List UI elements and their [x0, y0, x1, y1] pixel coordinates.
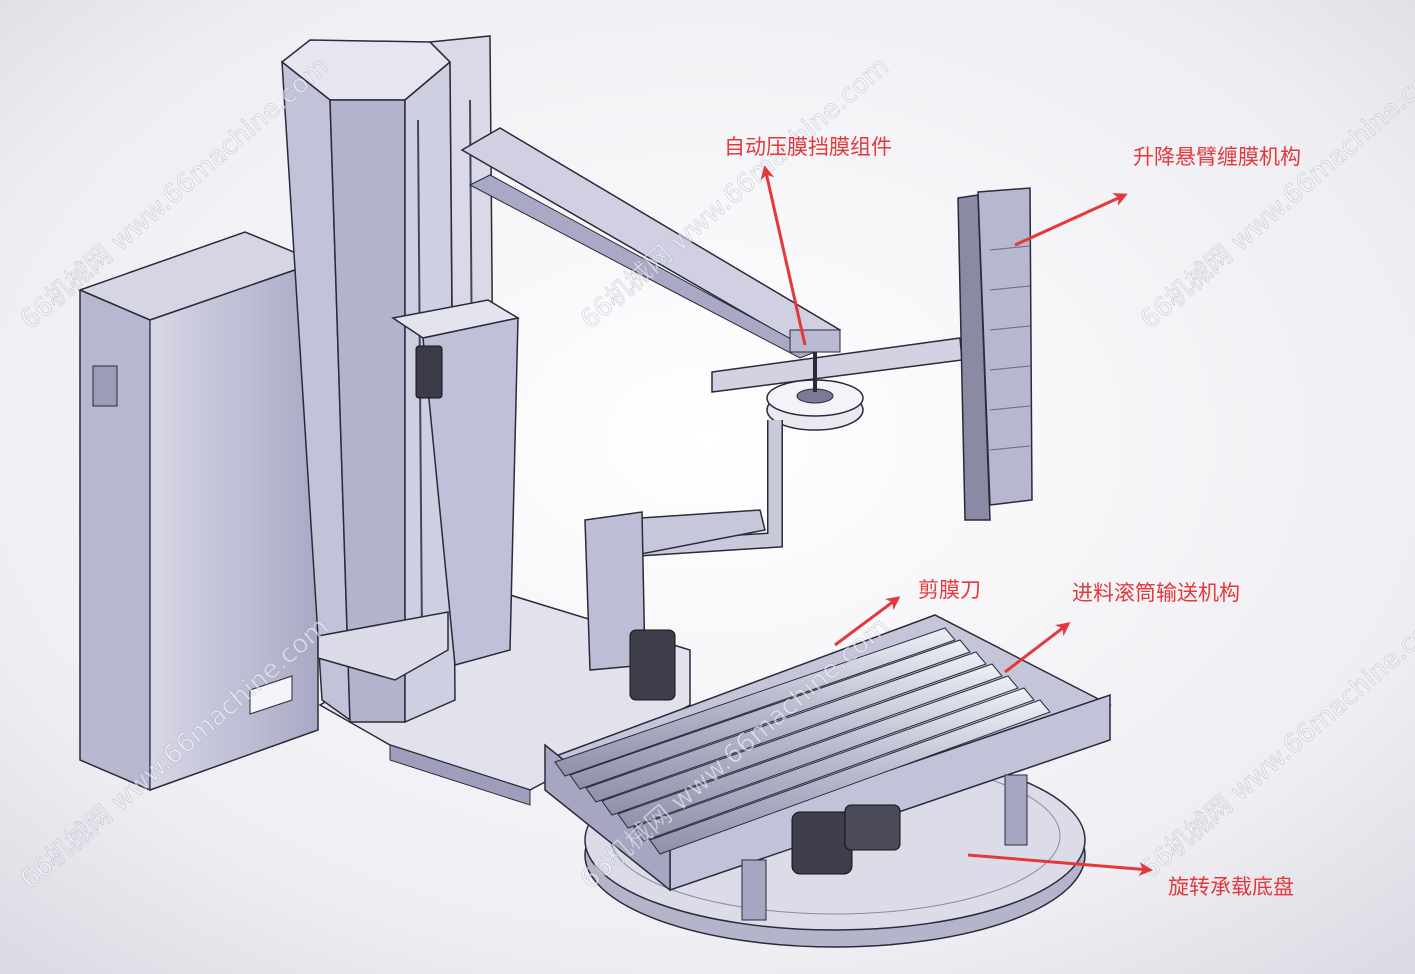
- conveyor-motor: [791, 811, 853, 875]
- label-lifting-arm-mechanism: 升降悬臂缠膜机构: [1133, 145, 1301, 169]
- arrow-lifting-arm: [1014, 193, 1128, 247]
- arrow-film-press: [760, 165, 807, 346]
- electric-cabinet: [77, 231, 321, 792]
- callout-labels: 自动压膜挡膜组件 升降悬臂缠膜机构 剪膜刀 进料滚筒输送机构 旋转承载底盘: [724, 135, 1301, 899]
- arrow-film-cutter: [834, 596, 901, 647]
- roller-conveyor: [543, 614, 1112, 921]
- conveyor-rollers: [554, 627, 1051, 855]
- cantilever-arm: [460, 127, 963, 671]
- arrow-rotary-base: [967, 853, 1153, 877]
- main-column: [280, 35, 521, 724]
- label-film-press-assembly: 自动压膜挡膜组件: [724, 135, 892, 159]
- label-film-cutter: 剪膜刀: [918, 578, 981, 602]
- label-rotary-base: 旋转承载底盘: [1168, 875, 1294, 899]
- film-panel: [957, 187, 1033, 521]
- callouts: [760, 165, 1153, 877]
- rotary-motor: [629, 629, 676, 701]
- arrow-roller-conveyor: [1004, 622, 1071, 674]
- label-roller-conveyor: 进料滚筒输送机构: [1072, 581, 1240, 605]
